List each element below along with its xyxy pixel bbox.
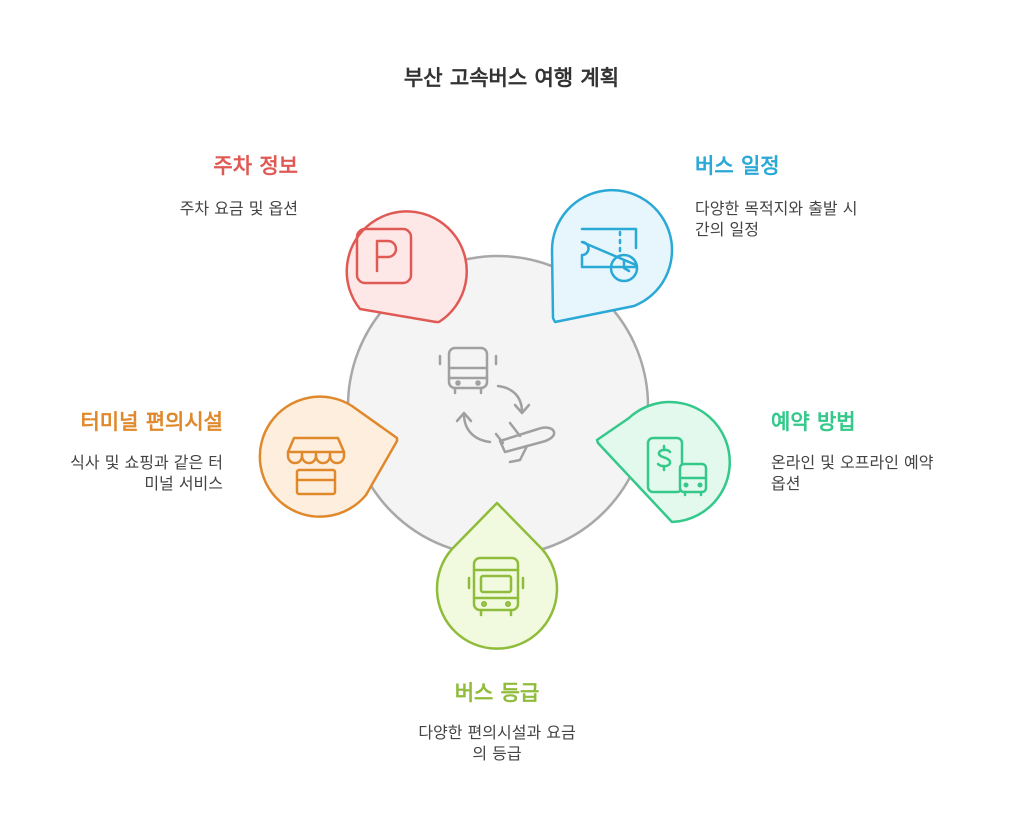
pin-schedule[interactable] (550, 188, 674, 324)
pin-terminal[interactable] (258, 395, 399, 518)
label-schedule: 버스 일정 (695, 154, 780, 178)
storefront-icon (286, 436, 346, 496)
bus-icon (467, 556, 525, 617)
label-parking: 주차 정보 (213, 154, 298, 178)
pin-shape (345, 210, 468, 324)
desc-terminal-line2: 미널 서비스 (144, 474, 223, 493)
desc-terminal-line1: 식사 및 쇼핑과 같은 터 (70, 453, 223, 472)
label-terminal: 터미널 편의시설 (80, 410, 223, 434)
desc-booking-line2: 옵션 (771, 474, 801, 493)
desc-terminal: 식사 및 쇼핑과 같은 터 미널 서비스 (70, 452, 223, 494)
pin-shape (258, 395, 399, 518)
pin-grade[interactable] (435, 501, 559, 650)
label-booking: 예약 방법 (771, 410, 856, 434)
page-title: 부산 고속버스 여행 계획 (403, 66, 620, 90)
desc-parking: 주차 요금 및 옵션 (179, 199, 298, 218)
desc-booking-line1: 온라인 및 오프라인 예약 (771, 453, 934, 472)
pin-parking[interactable] (345, 210, 468, 324)
phone-payment-bus-icon (646, 436, 708, 497)
ticket-clock-icon (580, 227, 639, 283)
desc-schedule: 다양한 목적지와 출발 시 간의 일정 (695, 198, 857, 240)
label-grade: 버스 등급 (454, 681, 540, 705)
desc-grade-line2: 의 등급 (472, 744, 522, 763)
parking-icon (355, 227, 413, 285)
desc-grade: 다양한 편의시설과 요금 의 등급 (372, 722, 622, 764)
pin-booking[interactable] (595, 400, 731, 524)
desc-schedule-line1: 다양한 목적지와 출발 시 (695, 199, 858, 218)
desc-booking: 온라인 및 오프라인 예약 옵션 (771, 452, 933, 494)
bus-plane-travel-icon (438, 346, 556, 464)
desc-schedule-line2: 간의 일정 (695, 220, 759, 239)
desc-grade-line1: 다양한 편의시설과 요금 (418, 723, 576, 742)
